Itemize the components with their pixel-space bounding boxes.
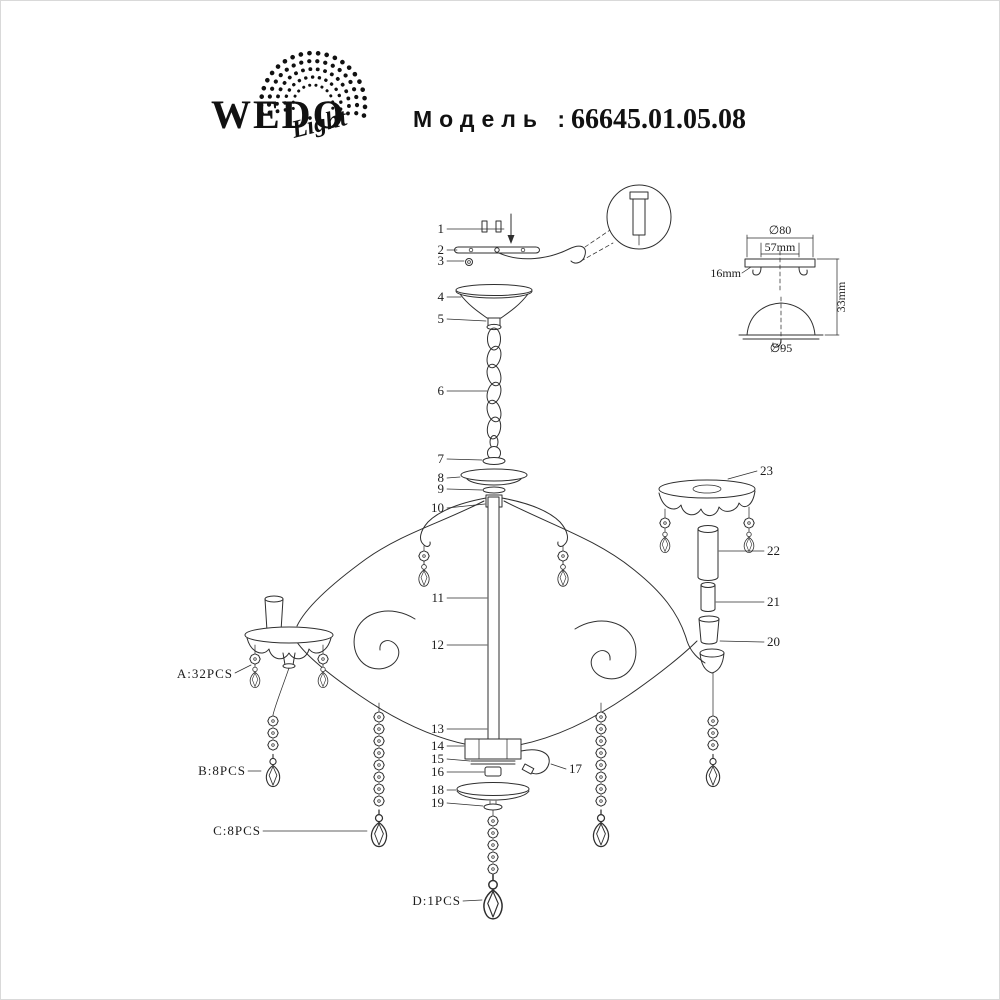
bobeche-scallops [658,490,756,516]
part-label-d: D:1PCS [412,893,461,908]
brand-word: WEDO [211,92,346,137]
callout-11: 11 [431,590,444,605]
model-number: 66645.01.05.08 [571,104,746,135]
callout-20: 20 [767,634,780,649]
left-candle [244,595,334,688]
mount-dimension-drawing: ∅80 57mm 16mm ∅95 33mm [710,223,848,355]
dim-plate-thickness: 16mm [710,266,741,280]
left-scroll [353,610,416,670]
callout-10: 10 [431,500,444,515]
callout-leaders [234,228,765,902]
callout-7: 7 [438,451,445,466]
callout-17: 17 [569,761,583,776]
center-finial-drop [483,874,503,920]
callout-21: 21 [767,594,780,609]
callout-2: 2 [438,242,445,257]
mid-left-strand [370,702,388,848]
callout-14: 14 [431,738,445,753]
callout-numbers: 1 2 3 4 5 6 7 8 9 10 11 12 13 14 15 16 1… [431,221,780,810]
right-scroll [574,620,637,680]
callout-13: 13 [431,721,444,736]
callout-23: 23 [760,463,773,478]
upper-hook-arms [418,497,569,587]
callout-8: 8 [438,470,445,485]
callout-6: 6 [438,383,445,398]
dim-canopy-height: 33mm [834,281,848,312]
center-rod [487,496,500,756]
model-label: Модель : [413,106,572,132]
callout-12: 12 [431,637,444,652]
hanging-chain [486,327,502,449]
callout-1: 1 [438,221,445,236]
detail-circle [580,184,672,262]
callout-3: 3 [438,253,445,268]
callout-15: 15 [431,751,444,766]
part-label-a: A:32PCS [177,666,233,681]
callout-9: 9 [438,481,445,496]
callout-5: 5 [438,311,445,326]
part-label-b: B:8PCS [198,763,246,778]
canopy [455,284,533,331]
main-arms [294,500,706,746]
mid-right-strand [592,702,610,848]
part-label-c: C:8PCS [213,823,261,838]
callout-18: 18 [431,782,444,797]
exploded-candle-parts [658,479,756,788]
left-bobeche-scallops [246,637,332,660]
callout-16: 16 [431,764,445,779]
callout-22: 22 [767,543,780,558]
ceiling-mount [454,213,586,266]
mount-wire [498,245,586,264]
left-outer-strand [265,667,290,788]
bottom-assembly [456,738,550,920]
canopy-front-view [746,302,816,336]
dim-bracket-width: 57mm [765,240,796,254]
bottom-wire [520,749,550,775]
dim-canopy-diameter: ∅95 [770,341,792,355]
model-title: Модель : 66645.01.05.08 [413,104,746,135]
brand-logo: WEDO Light [211,50,368,144]
callout-19: 19 [431,795,444,810]
dim-top-width: ∅80 [769,223,791,237]
logo-fan-icon [258,50,368,126]
part-count-labels: A:32PCS B:8PCS C:8PCS D:1PCS [177,666,461,908]
down-arrow-icon [507,235,515,244]
callout-4: 4 [438,289,445,304]
